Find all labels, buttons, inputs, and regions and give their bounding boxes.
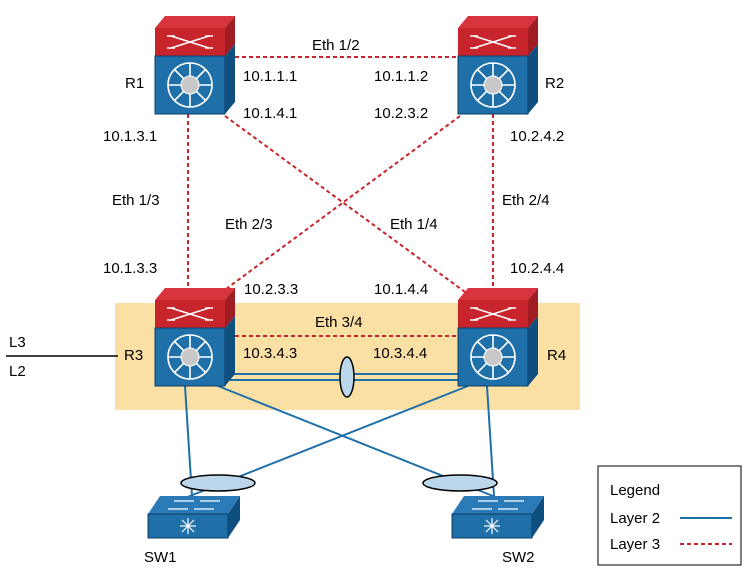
r4-ip-to-r2: 10.2.4.4 <box>510 260 564 277</box>
link-r1-r3-interface: Eth 1/3 <box>112 192 160 209</box>
r1-ip-to-r2: 10.1.1.1 <box>243 68 297 85</box>
router-r2-icon <box>457 15 539 115</box>
link-r1-r4 <box>224 115 466 293</box>
router-r1-icon <box>154 15 236 115</box>
r2-ip-to-r4: 10.2.4.2 <box>510 128 564 145</box>
link-r2-r3 <box>221 115 461 293</box>
legend: Legend Layer 2 Layer 3 <box>597 465 742 566</box>
legend-box <box>597 465 742 566</box>
r3-ip-to-r4: 10.3.4.3 <box>243 345 297 362</box>
router-r4-label: R4 <box>547 347 566 364</box>
legend-layer3-label: Layer 3 <box>610 536 660 553</box>
l3-label: L3 <box>9 334 26 351</box>
switch-sw2-label: SW2 <box>502 549 535 566</box>
r2-ip-to-r3: 10.2.3.2 <box>374 105 428 122</box>
legend-layer2-label: Layer 2 <box>610 510 660 527</box>
port-channel-sw2 <box>422 474 498 492</box>
link-r2-r3-interface: Eth 2/3 <box>225 216 273 233</box>
router-r1-label: R1 <box>125 75 144 92</box>
router-r2-label: R2 <box>545 75 564 92</box>
switch-sw2-icon <box>451 495 545 539</box>
l2-label: L2 <box>9 363 26 380</box>
r2-ip-to-r1: 10.1.1.2 <box>374 68 428 85</box>
router-r3-label: R3 <box>124 347 143 364</box>
switch-sw1-label: SW1 <box>144 549 177 566</box>
r1-ip-to-r4: 10.1.4.1 <box>243 105 297 122</box>
r4-ip-to-r3: 10.3.4.4 <box>373 345 427 362</box>
port-channel-sw1 <box>180 474 256 492</box>
link-r1-r2-interface: Eth 1/2 <box>312 37 360 54</box>
router-r3-icon <box>154 287 236 387</box>
switch-sw1-icon <box>147 495 241 539</box>
legend-title: Legend <box>610 482 660 499</box>
r4-ip-to-r1: 10.1.4.4 <box>374 281 428 298</box>
router-r4-icon <box>457 287 539 387</box>
r1-ip-to-r3: 10.1.3.1 <box>103 128 157 145</box>
port-channel-r3-r4 <box>339 356 355 398</box>
link-r3-r4-interface: Eth 3/4 <box>315 314 363 331</box>
link-r1-r4-interface: Eth 1/4 <box>390 216 438 233</box>
r3-ip-to-r1: 10.1.3.3 <box>103 260 157 277</box>
l2-link-r4-sw2 <box>486 385 495 497</box>
r3-ip-to-r2: 10.2.3.3 <box>244 281 298 298</box>
link-r2-r4-interface: Eth 2/4 <box>502 192 550 209</box>
